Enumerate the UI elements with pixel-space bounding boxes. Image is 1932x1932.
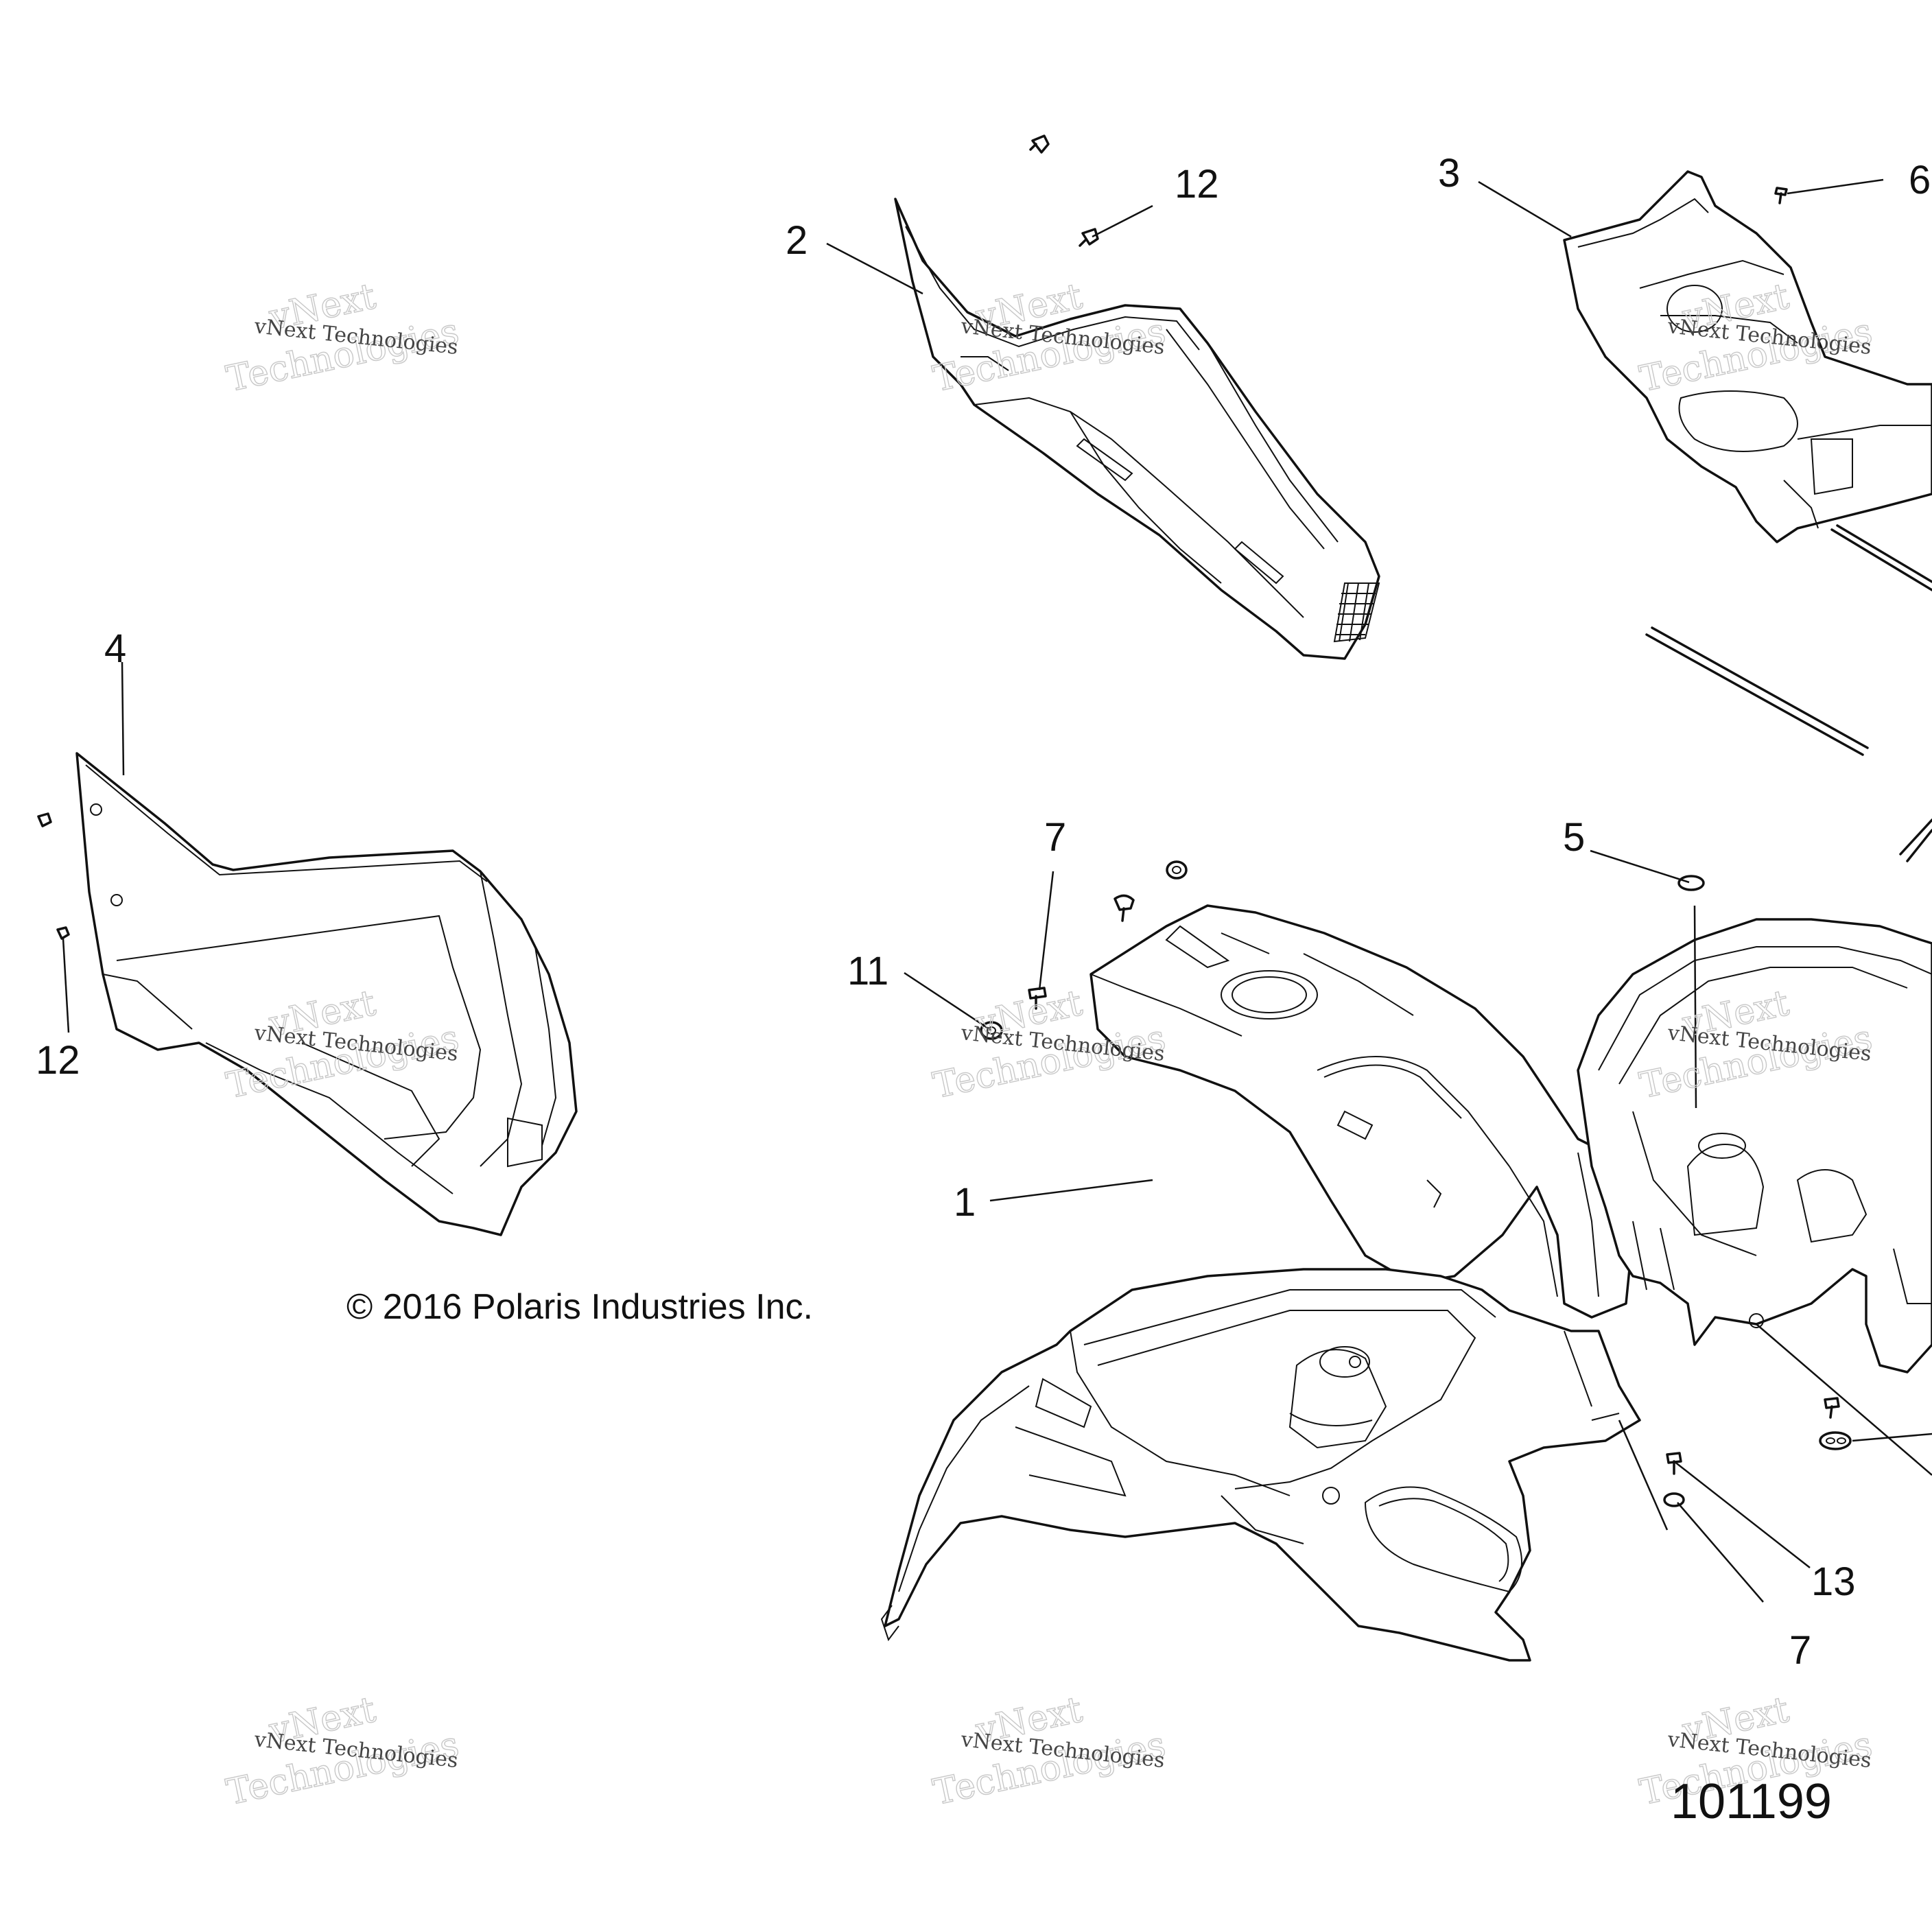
part-4-side-panel bbox=[75, 752, 578, 1236]
callout-6: 6 bbox=[1909, 158, 1931, 202]
part-1-front-fender bbox=[880, 904, 1932, 1662]
part-3-storage-panel bbox=[1563, 170, 1932, 543]
callout-9: 7 bbox=[1044, 815, 1066, 860]
callout-7: 7 bbox=[1789, 1628, 1811, 1673]
drawing-number: 101199 bbox=[1671, 1774, 1832, 1829]
callout-2: 2 bbox=[786, 218, 808, 263]
callout-3: 3 bbox=[1438, 151, 1460, 196]
callout-13: 13 bbox=[1811, 1559, 1856, 1604]
rods bbox=[1645, 524, 1932, 862]
callout-5: 5 bbox=[1563, 815, 1585, 860]
callout-11: 11 bbox=[847, 949, 888, 993]
part-2-side-panel bbox=[894, 198, 1380, 660]
callouts: 2 12 3 6 4 12 7 11 5 1 13 7 bbox=[36, 151, 1931, 1673]
leader-lines bbox=[62, 178, 1932, 1603]
callout-1: 1 bbox=[954, 1180, 976, 1225]
callout-4: 4 bbox=[104, 626, 126, 671]
copyright-text: © 2016 Polaris Industries Inc. bbox=[346, 1287, 813, 1327]
callout-12-left: 12 bbox=[36, 1038, 80, 1083]
callout-12-top: 12 bbox=[1175, 162, 1219, 207]
vent-grille bbox=[1333, 582, 1380, 643]
